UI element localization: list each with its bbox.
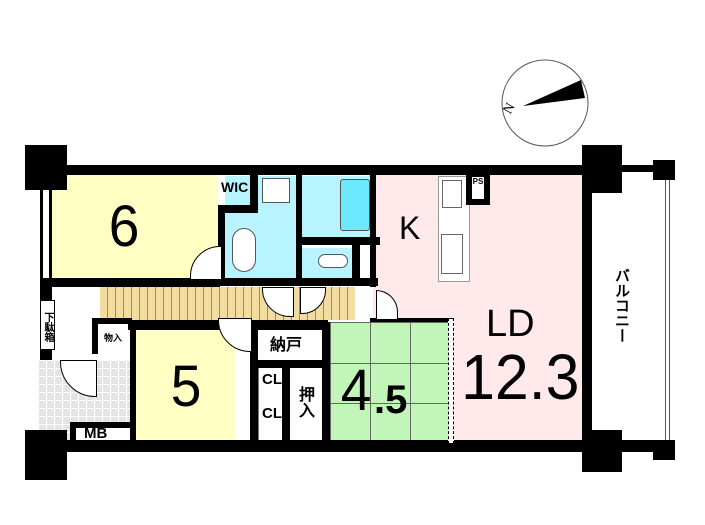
column [582, 430, 622, 472]
wall-top [40, 165, 585, 175]
balcony-label: バルコニー [613, 268, 630, 343]
oshiire-label: 押入 [296, 386, 313, 418]
closet-1-label: CL [262, 371, 282, 388]
closet-2-label: CL [262, 405, 282, 422]
western-room-5 [135, 330, 235, 440]
room-6-size: 6 [108, 194, 140, 259]
getabako [40, 300, 55, 350]
hallway-entry [52, 287, 100, 320]
column [582, 145, 622, 193]
column [25, 430, 67, 480]
wall [92, 320, 98, 354]
balcony-post [653, 160, 675, 180]
balcony-railing [665, 180, 670, 440]
wall [130, 325, 136, 445]
stove-icon [442, 180, 462, 208]
wall [40, 278, 220, 287]
monoire [98, 324, 128, 352]
balcony-post [653, 440, 675, 460]
closets [258, 368, 282, 440]
nando-label: 納戸 [270, 337, 303, 354]
compass-icon [501, 59, 589, 147]
washing-machine-pan [262, 178, 290, 203]
wall [370, 175, 376, 287]
oshiire [290, 368, 322, 440]
kitchen-label: K [399, 210, 421, 246]
wall-right [582, 190, 592, 435]
monoire-label: 物入 [104, 333, 123, 343]
kitchen-sink-icon [441, 234, 463, 274]
kitchen-counter [438, 176, 470, 282]
wall [370, 318, 450, 322]
ld-label: LD [486, 303, 535, 345]
tatami-size-dec: .5 [374, 378, 408, 422]
room-5-size: 5 [170, 354, 202, 419]
wall [352, 240, 360, 285]
ps-label: PS [472, 177, 484, 199]
sink-icon [232, 228, 256, 272]
mb [70, 422, 130, 442]
wic-label: WIC [221, 179, 249, 195]
wall [250, 325, 258, 445]
wall-bottom [40, 440, 585, 452]
wall [218, 205, 258, 213]
window-left [40, 190, 52, 280]
getabako-label: 下駄箱 [42, 312, 53, 342]
wall [92, 318, 132, 324]
wall [255, 360, 330, 368]
ld-size: 12.3 [461, 341, 580, 413]
tatami-size-int: 4 [340, 358, 372, 423]
wall [282, 365, 290, 445]
wall [250, 175, 258, 210]
balcony-wall [620, 165, 665, 172]
wall [300, 237, 380, 245]
nando [258, 330, 324, 360]
western-room-6 [52, 175, 220, 279]
wall [296, 175, 302, 285]
tatami-room [330, 322, 450, 444]
mb-label: MB [84, 425, 108, 442]
bathtub [340, 179, 370, 231]
sliding-door[interactable] [448, 318, 454, 444]
wall [322, 322, 330, 444]
toilet-icon [318, 254, 348, 268]
